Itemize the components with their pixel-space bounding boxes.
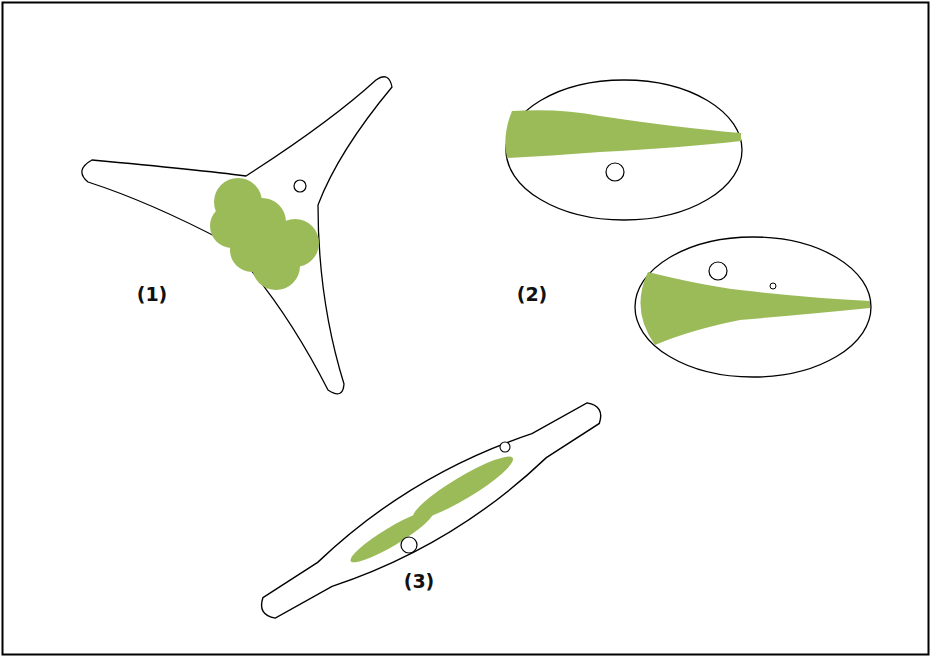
callout-number: (1) xyxy=(137,283,168,306)
three-armed-cell xyxy=(82,77,392,394)
callout-number: (2) xyxy=(517,283,548,306)
vacuole xyxy=(401,537,417,553)
ellipse-cell xyxy=(505,80,742,220)
frame xyxy=(3,3,929,655)
vacuole xyxy=(500,442,510,452)
ellipse-cell xyxy=(635,237,871,377)
callout-number: (3) xyxy=(404,570,435,593)
spindle-cell xyxy=(249,386,614,636)
